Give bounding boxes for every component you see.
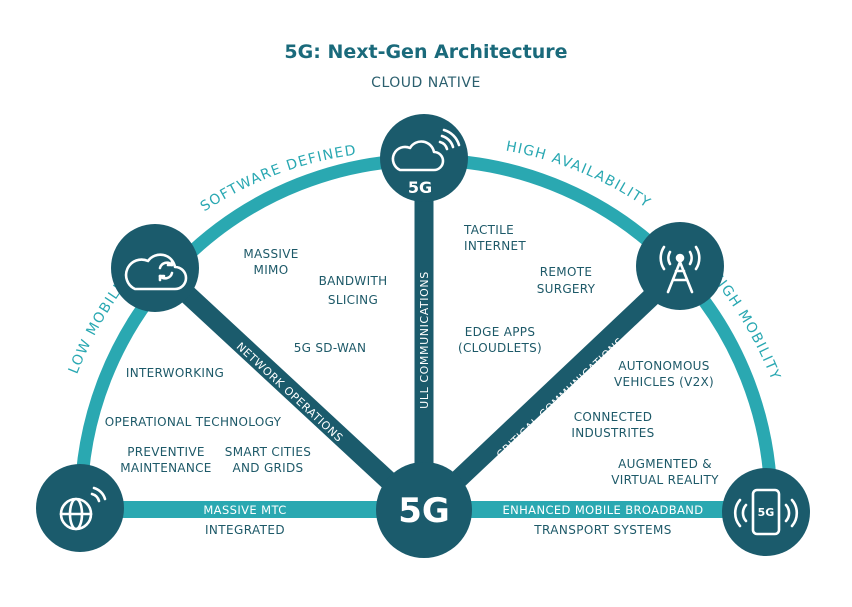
spoke-label-massive-mtc: MASSIVE MTC [203,503,286,517]
spoke-label-network-operations: NETWORK OPERATIONS [234,340,346,445]
item-augmented-virtual-reality: AUGMENTED &VIRTUAL REALITY [611,457,719,487]
phone-5g-label: 5G [758,506,775,519]
item-interworking: INTERWORKING [126,366,224,380]
spoke-label-ull-communications: ULL COMMUNICATIONS [418,271,431,409]
node-cell-tower [636,222,724,310]
center-hub: 5G [376,462,472,558]
spoke-critical-communications [421,263,687,515]
node-cloud-wireless: 5G [380,114,468,202]
diagram-subtitle: CLOUD NATIVE [371,75,481,91]
cloud-sync-icon [124,253,188,291]
base-label-integrated: INTEGRATED [205,523,285,537]
item-5g-sd-wan: 5G SD-WAN [294,341,367,355]
globe-wireless-icon [59,486,107,531]
center-5g-label: 5G [398,491,450,531]
node-globe [36,464,124,552]
item-operational-technology: OPERATIONAL TECHNOLOGY [105,415,282,429]
spoke-label-enhanced-mobile-broadband: ENHANCED MOBILE BROADBAND [502,503,703,517]
base-label-transport-systems: TRANSPORT SYSTEMS [533,523,672,537]
node-smartphone: 5G [722,468,810,556]
spoke-network-operations [152,261,425,515]
node-cloud-5g-label: 5G [408,178,432,197]
item-edge-apps: EDGE APPS(CLOUDLETS) [458,325,542,355]
smartphone-icon [733,488,799,536]
cell-tower-icon [659,245,701,294]
diagram-title: 5G: Next-Gen Architecture [284,41,567,63]
node-cloud-sync [111,224,199,312]
cloud-wireless-icon [391,128,461,172]
